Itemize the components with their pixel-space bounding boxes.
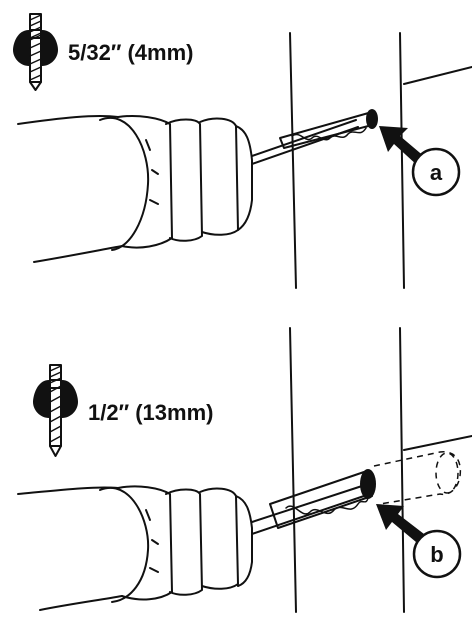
callout-b: b [376,504,462,579]
wall-a [289,32,472,289]
bit-a [279,109,378,149]
bit-b [269,469,376,529]
callout-label-b: b [430,542,443,567]
callout-a: a [379,126,461,197]
size-label-b: 1/2″ (13mm) [88,400,213,425]
drill-bit-icon [33,364,78,457]
step-b: 1/2″ (13mm) [17,327,472,613]
size-label-a: 5/32″ (4mm) [68,40,193,65]
arrow-icon [379,126,426,166]
drill-b [17,485,365,611]
callout-label-a: a [430,160,443,185]
drill-a [17,114,359,263]
drill-bit-icon [13,13,58,91]
step-a: 5/32″ (4mm) [13,13,472,289]
wall-b [289,327,472,613]
arrow-icon [376,504,424,542]
